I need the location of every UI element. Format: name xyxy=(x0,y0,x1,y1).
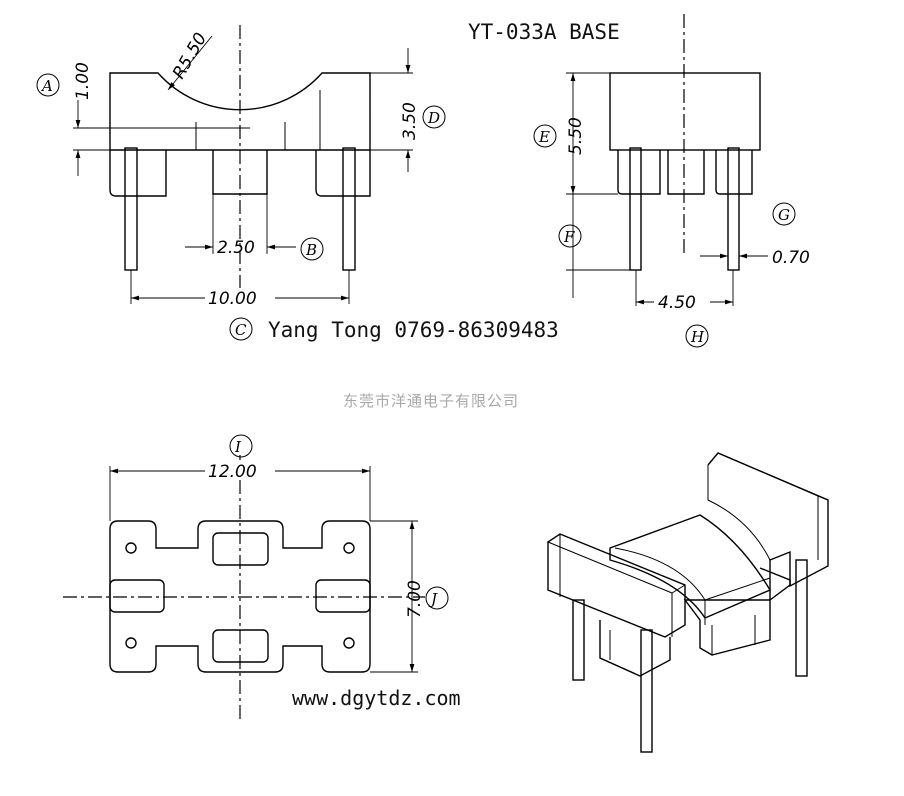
dim-c-value: 10.00 xyxy=(208,289,257,309)
callout-h: H xyxy=(690,328,705,346)
callout-b: B xyxy=(305,241,317,259)
callout-i: I xyxy=(234,438,242,456)
callout-f: F xyxy=(563,228,575,246)
callout-d: D xyxy=(427,109,440,127)
dim-e-value: 5.50 xyxy=(566,117,586,155)
dim-g-value: 0.70 xyxy=(772,248,810,268)
callout-c: C xyxy=(235,321,247,339)
isometric-view xyxy=(547,452,829,753)
dim-h-value: 4.50 xyxy=(658,293,696,313)
callout-a: A xyxy=(40,77,53,95)
dim-i-value: 12.00 xyxy=(208,462,257,482)
drawing-title: YT-033A BASE xyxy=(468,20,620,44)
top-view: 12.00 I 7.00 J xyxy=(63,434,449,720)
dim-a-value: 1.00 xyxy=(73,62,93,100)
contact-line: Yang Tong 0769-86309483 xyxy=(268,318,559,342)
company-name: 东莞市洋通电子有限公司 xyxy=(343,392,519,410)
callout-g: G xyxy=(778,206,790,224)
dim-d-value: 3.50 xyxy=(400,102,420,140)
front-view: 1.00 A R5.50 3.50 D 2.50 B 10.00 xyxy=(36,25,446,309)
side-view: 5.50 E F 0.70 G 4.50 H xyxy=(533,14,810,348)
website: www.dgytdz.com xyxy=(292,686,461,710)
dim-r-value: R5.50 xyxy=(169,29,211,82)
dim-b-value: 2.50 xyxy=(217,238,255,258)
callout-e: E xyxy=(538,128,550,146)
callout-j: J xyxy=(428,590,438,608)
dim-j-value: 7.00 xyxy=(405,580,425,618)
